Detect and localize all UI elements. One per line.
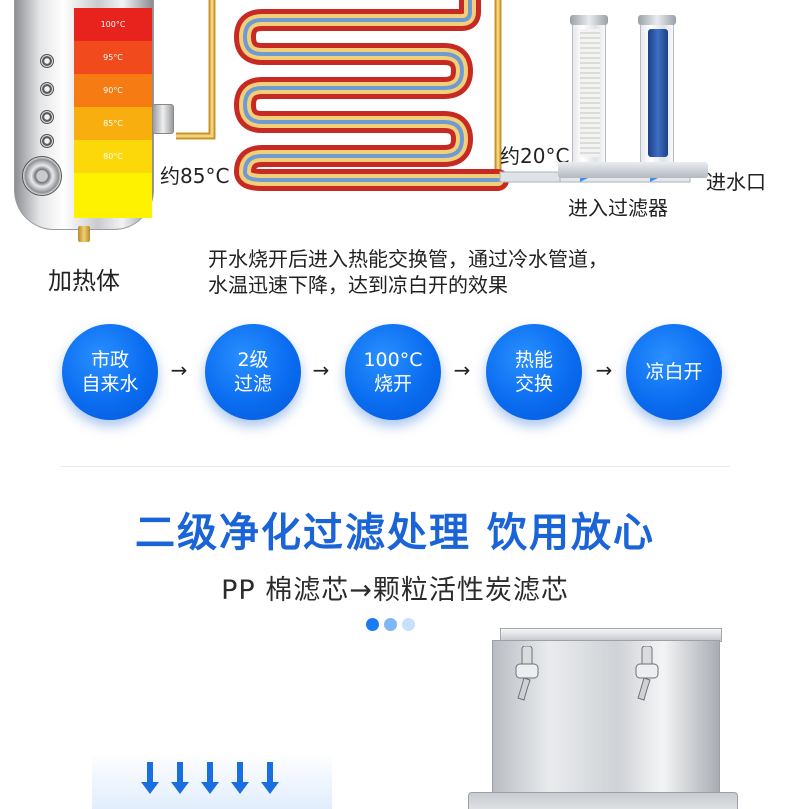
- carousel-dot-icon[interactable]: [384, 618, 397, 631]
- step-line: 热能: [514, 349, 553, 371]
- outlet-valve-icon: [152, 104, 174, 134]
- filtration-arrows: [92, 752, 332, 809]
- carousel-dot-icon[interactable]: [366, 618, 379, 631]
- step-line: 市政: [90, 349, 129, 371]
- serpentine-coil: [233, 0, 509, 191]
- inlet-label: 进水口: [706, 170, 766, 194]
- section-divider: [60, 466, 730, 467]
- step-line: 交换: [514, 373, 553, 395]
- right-arrow-icon: →: [170, 358, 188, 382]
- temp-band: 85°C: [74, 107, 152, 140]
- hot-pipe: [176, 0, 216, 140]
- temp-band: 95°C: [74, 41, 152, 74]
- down-arrow-icon: [201, 762, 219, 794]
- filter-label: 进入过滤器: [568, 196, 668, 220]
- temp-band: 100°C: [74, 8, 152, 41]
- right-arrow-icon: →: [312, 358, 330, 382]
- carousel-dots: [366, 618, 415, 631]
- temp-band: 80°C: [74, 140, 152, 173]
- faucet-icon: [515, 646, 539, 701]
- filter-cap: [638, 15, 676, 25]
- temperature-dial-icon: [22, 156, 62, 196]
- temp-label: 100°C: [100, 20, 126, 29]
- section-subline: PP 棉滤芯→颗粒活性炭滤芯: [221, 575, 569, 606]
- section-headline: 二级净化过滤处理 饮用放心: [135, 510, 655, 556]
- temp-label: 95°C: [103, 53, 123, 62]
- filter-bracket: [558, 162, 708, 178]
- gauge-icon: [40, 82, 54, 96]
- faucet-icon: [635, 646, 659, 701]
- coil-inner: [242, 0, 500, 182]
- hot-outlet-temp: 约85°C: [160, 164, 230, 188]
- down-arrow-icon: [171, 762, 189, 794]
- down-arrow-icon: [141, 762, 159, 794]
- temp-label: 80°C: [103, 152, 123, 161]
- gauge-icon: [40, 134, 54, 148]
- dispenser-basin: [468, 792, 738, 809]
- temp-band: 90°C: [74, 74, 152, 107]
- step-line: 烧开: [373, 373, 412, 395]
- carbon-filter-housing: [638, 15, 676, 170]
- pp-filter-housing: [570, 15, 608, 170]
- carbon-filter-core: [648, 29, 668, 157]
- flow-step-tap-water: 市政自来水: [62, 324, 158, 420]
- hot-pipe-highlight: [176, 0, 214, 138]
- step-line: 过滤: [233, 373, 272, 395]
- pp-filter-core: [580, 29, 600, 157]
- temperature-scale: 100°C 95°C 90°C 85°C 80°C: [74, 8, 152, 218]
- heater-drain-fitting: [78, 226, 90, 242]
- gauge-icon: [40, 54, 54, 68]
- description: 开水烧开后进入热能交换管，通过冷水管道， 水温迅速下降，达到凉白开的效果: [208, 246, 608, 298]
- filter-pipe: [499, 171, 561, 183]
- step-line: 凉白开: [645, 361, 703, 383]
- description-line: 开水烧开后进入热能交换管，通过冷水管道，: [208, 247, 608, 271]
- flow-step-heat-exchange: 热能交换: [486, 324, 582, 420]
- carousel-dot-icon[interactable]: [402, 618, 415, 631]
- step-line: 自来水: [81, 373, 139, 395]
- temp-label: 90°C: [103, 86, 123, 95]
- down-arrow-icon: [261, 762, 279, 794]
- down-arrow-icon: [231, 762, 249, 794]
- right-arrow-icon: →: [453, 358, 471, 382]
- step-line: 100°C: [363, 349, 423, 371]
- flow-step-filtration: 2级过滤: [205, 324, 301, 420]
- gauge-icon: [40, 110, 54, 124]
- flow-step-cooled-water: 凉白开: [626, 324, 722, 420]
- step-line: 2级: [237, 349, 269, 371]
- temp-label: 85°C: [103, 119, 123, 128]
- description-line: 水温迅速下降，达到凉白开的效果: [208, 273, 508, 297]
- filter-cap: [570, 15, 608, 25]
- heater-label: 加热体: [48, 267, 120, 295]
- cold-inlet-temp: 约20°C: [500, 144, 570, 168]
- temp-band: [74, 173, 152, 218]
- right-arrow-icon: →: [595, 358, 613, 382]
